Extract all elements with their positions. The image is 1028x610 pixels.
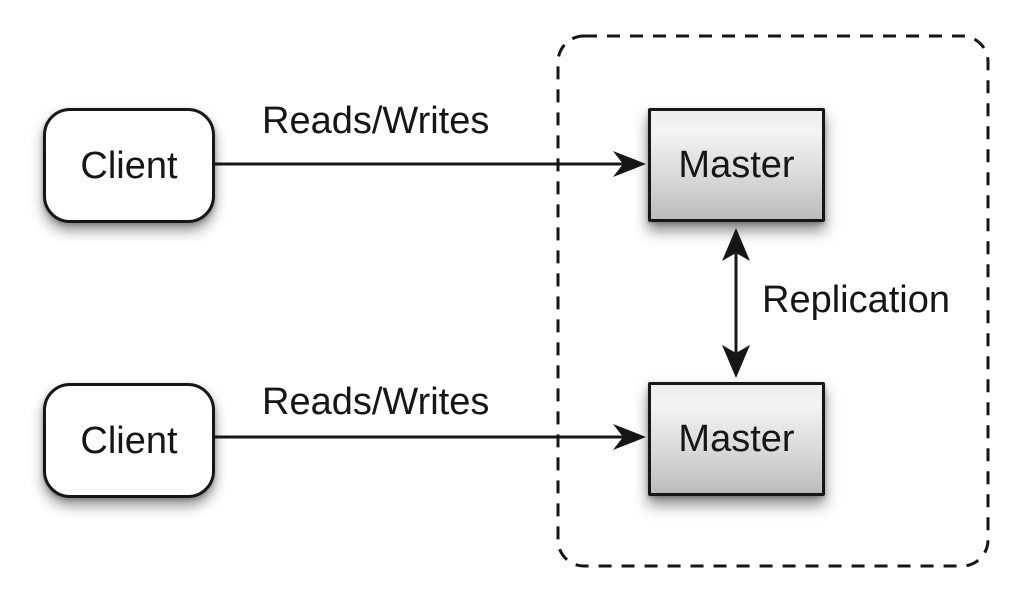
edge-label-reads-writes-top: Reads/Writes bbox=[262, 100, 490, 142]
node-client-top-label: Client bbox=[80, 144, 178, 187]
node-client-bottom-label: Client bbox=[80, 419, 178, 462]
replication-group-boundary bbox=[556, 34, 990, 568]
node-master-bottom-label: Master bbox=[678, 418, 795, 460]
reads-writes-arrow-bottom bbox=[215, 424, 646, 450]
edge-label-replication: Replication bbox=[762, 279, 950, 321]
node-client-bottom: Client bbox=[43, 383, 215, 498]
edge-label-reads-writes-bottom: Reads/Writes bbox=[262, 381, 490, 423]
reads-writes-arrow-top bbox=[215, 151, 646, 177]
node-master-bottom: Master bbox=[648, 382, 825, 496]
node-client-top: Client bbox=[43, 108, 215, 223]
replication-double-arrow bbox=[722, 228, 750, 378]
node-master-top-label: Master bbox=[678, 144, 795, 186]
node-master-top: Master bbox=[648, 108, 825, 222]
